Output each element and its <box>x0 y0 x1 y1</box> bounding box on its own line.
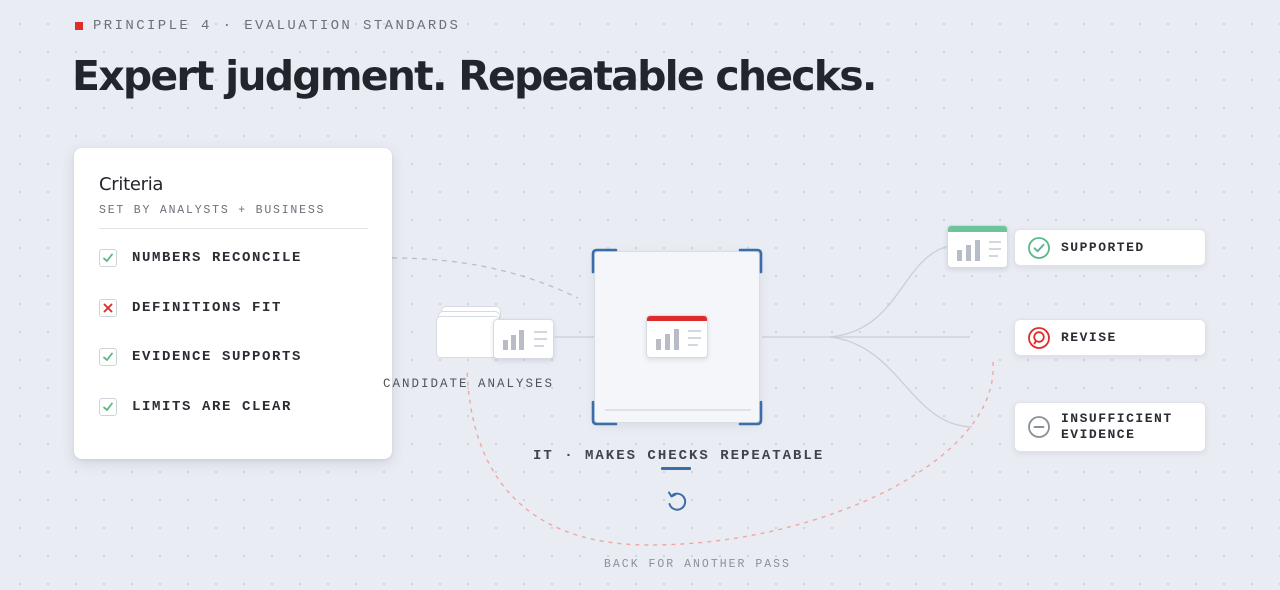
loop-back-arc <box>466 361 994 546</box>
engine-label-underline <box>661 467 691 470</box>
outcome-label: INSUFFICIENT EVIDENCE <box>1061 411 1173 443</box>
criteria-connector <box>391 257 579 299</box>
branch-insufficient <box>829 336 973 428</box>
check-icon <box>103 253 113 262</box>
loop-label: BACK FOR ANOTHER PASS <box>604 558 791 571</box>
bar-chart-icon <box>503 330 547 350</box>
outcome-label: SUPPORTED <box>1061 240 1145 256</box>
candidate-chart-card <box>493 319 554 359</box>
outcome-label-line2: EVIDENCE <box>1061 427 1136 442</box>
check-circle-icon <box>1028 236 1050 259</box>
outcome-insufficient-evidence[interactable]: INSUFFICIENT EVIDENCE <box>1014 402 1206 452</box>
branch-supported <box>829 245 949 338</box>
checkbox-checked[interactable] <box>99 397 117 416</box>
criteria-list: NUMBERS RECONCILE DEFINITIONS FIT EVIDEN… <box>99 248 302 446</box>
engine-card-header <box>647 316 707 321</box>
candidate-card-front <box>436 316 500 358</box>
criteria-divider <box>99 228 368 229</box>
criteria-item-label: DEFINITIONS FIT <box>132 299 283 316</box>
checkbox-checked[interactable] <box>99 348 117 366</box>
revise-bubble-icon <box>1028 326 1050 349</box>
checkbox-checked[interactable] <box>99 249 117 267</box>
outcome-label-line1: SUPPORTED <box>1061 239 1145 255</box>
criteria-item-label: NUMBERS RECONCILE <box>132 250 303 266</box>
supported-card-header <box>948 226 1007 232</box>
outcome-label: REVISE <box>1061 330 1117 346</box>
criteria-item-label: EVIDENCE SUPPORTS <box>132 349 303 365</box>
criteria-item-numbers-reconcile[interactable]: NUMBERS RECONCILE <box>99 248 302 268</box>
outcome-revise[interactable]: REVISE <box>1014 319 1206 356</box>
outcome-label-line1: INSUFFICIENT <box>1061 411 1173 426</box>
minus-circle-icon <box>1028 416 1050 438</box>
engine-label: IT · MAKES CHECKS REPEATABLE <box>533 448 825 464</box>
outcome-label-line1: REVISE <box>1061 329 1117 345</box>
criteria-item-limits-clear[interactable]: LIMITS ARE CLEAR <box>99 397 302 417</box>
bar-chart-icon <box>656 329 701 350</box>
criteria-title: Criteria <box>99 174 164 195</box>
supported-chart-card <box>947 225 1008 268</box>
criteria-item-evidence-supports[interactable]: EVIDENCE SUPPORTS <box>99 347 302 367</box>
outcome-supported[interactable]: SUPPORTED <box>1014 229 1206 266</box>
criteria-card: Criteria SET BY ANALYSTS + BUSINESS NUMB… <box>74 148 392 459</box>
check-icon <box>103 352 113 361</box>
cross-icon <box>103 303 113 312</box>
checkbox-failed[interactable] <box>99 298 117 317</box>
eyebrow-text: PRINCIPLE 4 · EVALUATION STANDARDS <box>93 18 461 34</box>
page-title: Expert judgment. Repeatable checks. <box>72 52 877 100</box>
candidates-label: CANDIDATE ANALYSES <box>383 377 555 391</box>
engine-chart-card <box>646 315 708 358</box>
bar-chart-icon <box>957 240 1001 261</box>
check-icon <box>103 402 113 411</box>
engine-base-line <box>605 409 751 411</box>
criteria-subtitle: SET BY ANALYSTS + BUSINESS <box>99 204 326 217</box>
refresh-icon[interactable] <box>664 489 690 515</box>
eyebrow-marker <box>75 22 83 30</box>
eyebrow: PRINCIPLE 4 · EVALUATION STANDARDS <box>75 18 460 34</box>
criteria-item-label: LIMITS ARE CLEAR <box>132 398 293 415</box>
criteria-item-definitions-fit[interactable]: DEFINITIONS FIT <box>99 298 302 318</box>
